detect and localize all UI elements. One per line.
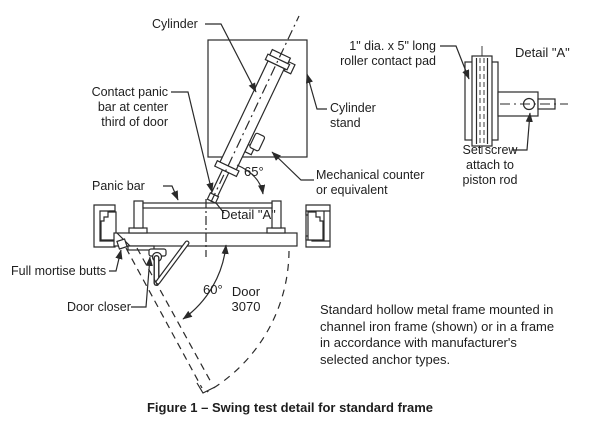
panic-bar-assembly — [128, 200, 286, 234]
label-roller-pad-line2: roller contact pad — [340, 54, 436, 68]
label-contact-panic-line3: third of door — [101, 115, 168, 129]
angle-65-arc — [236, 164, 266, 195]
full-mortise-leader — [109, 249, 123, 272]
label-cylinder-stand: Cylinder stand — [330, 101, 376, 131]
cylinder-assembly — [206, 48, 296, 204]
set-screw-leader — [512, 112, 533, 151]
label-detail-a-ref: Detail "A" — [221, 207, 276, 222]
label-door-line2: 3070 — [231, 299, 261, 314]
label-contact-panic-bar: Contact panic bar at center third of doo… — [88, 85, 168, 130]
hinge-mark — [116, 232, 131, 250]
label-contact-panic-line1: Contact panic — [91, 85, 168, 99]
cylinder-stand-leader — [306, 73, 327, 110]
mechanical-counter-leader — [271, 151, 314, 181]
mechanical-counter — [249, 132, 266, 152]
frame-note-line2: channel iron frame (shown) or in a frame — [320, 318, 555, 334]
frame-note-line4: selected anchor types. — [320, 351, 451, 367]
door-closer-leader — [131, 256, 153, 308]
door-closer-assembly — [127, 240, 190, 286]
label-roller-pad-line1: 1" dia. x 5" long — [349, 39, 436, 53]
frame-note: Standard hollow metal frame mounted in c… — [320, 302, 554, 368]
label-set-screw-line1: Set screw — [462, 143, 518, 157]
contact-panic-leader — [171, 91, 214, 193]
frame-note-line1: Standard hollow metal frame mounted in — [320, 302, 554, 317]
left-frame-jamb — [100, 211, 117, 241]
label-angle-65: 65° — [244, 164, 264, 179]
label-door-3070: Door 3070 — [224, 284, 268, 314]
label-set-screw: Set screw attach to piston rod — [448, 143, 532, 188]
label-door-closer: Door closer — [67, 300, 131, 314]
label-angle-60: 60° — [203, 282, 223, 297]
open-door-end-cap — [196, 382, 216, 394]
angle-60-arc — [182, 244, 229, 320]
figure-caption: Figure 1 – Swing test detail for standar… — [146, 400, 434, 415]
label-cylinder-stand-line1: Cylinder — [330, 101, 376, 115]
leader-lines — [109, 23, 533, 308]
cylinder-axis-centerline — [210, 15, 300, 203]
detail-a-drawing — [464, 46, 568, 154]
panic-bar-leader — [163, 185, 179, 201]
roller-contact-pad — [471, 55, 493, 147]
detail-a-title: Detail "A" — [515, 45, 570, 60]
cylinder-leader — [205, 23, 257, 93]
detail-a-ref-leader — [215, 202, 225, 214]
label-panic-bar: Panic bar — [92, 179, 145, 193]
label-mechanical-counter: Mechanical counter or equivalent — [316, 168, 424, 198]
label-contact-panic-line2: bar at center — [97, 100, 168, 114]
roller-pad-leader — [440, 45, 470, 80]
door-swing-arc — [206, 250, 290, 393]
label-mech-counter-line2: or equivalent — [316, 183, 388, 197]
frame-note-line3: in accordance with manufacturer's — [320, 335, 517, 350]
label-door-line1: Door — [231, 284, 261, 299]
label-roller-contact-pad: 1" dia. x 5" long roller contact pad — [330, 39, 436, 69]
label-mech-counter-line1: Mechanical counter — [316, 168, 425, 182]
label-set-screw-line2: attach to — [466, 158, 514, 172]
cylinder-stand-outline — [207, 39, 308, 158]
label-full-mortise-butts: Full mortise butts — [11, 264, 107, 278]
label-set-screw-line3: piston rod — [462, 173, 518, 187]
right-frame-jamb — [307, 211, 324, 241]
label-cylinder-stand-line2: stand — [330, 116, 361, 130]
label-cylinder: Cylinder — [152, 17, 198, 31]
